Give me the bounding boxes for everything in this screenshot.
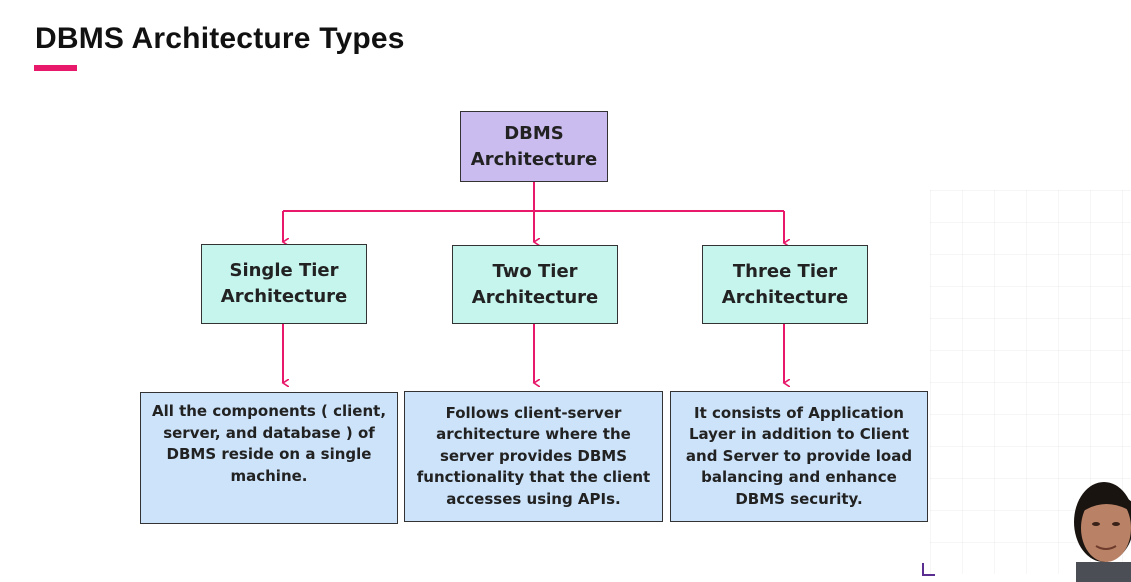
three-tier-description-text: It consists of Application Layer in addi… — [685, 403, 913, 508]
title-underline — [34, 65, 77, 71]
root-node-dbms-architecture: DBMS Architecture — [460, 111, 608, 182]
root-label-line2: Architecture — [470, 148, 598, 170]
presenter-avatar — [1074, 482, 1131, 582]
three-tier-label-line2: Architecture — [721, 286, 849, 308]
two-tier-description-text: Follows client-server architecture where… — [416, 403, 651, 508]
node-single-tier: Single Tier Architecture — [201, 244, 367, 324]
single-tier-description-text: All the components ( client, server, and… — [151, 402, 387, 485]
node-three-tier: Three Tier Architecture — [702, 245, 868, 324]
three-tier-label-line1: Three Tier — [732, 260, 838, 282]
slide-title: DBMS Architecture Types — [35, 22, 405, 55]
single-tier-label-line1: Single Tier — [229, 260, 339, 281]
description-three-tier: It consists of Application Layer in addi… — [670, 391, 928, 522]
two-tier-label-line2: Architecture — [471, 286, 599, 308]
root-label-line1: DBMS — [504, 122, 564, 144]
description-single-tier: All the components ( client, server, and… — [140, 392, 398, 524]
node-two-tier: Two Tier Architecture — [452, 245, 618, 324]
description-two-tier: Follows client-server architecture where… — [404, 391, 663, 522]
two-tier-label-line1: Two Tier — [492, 260, 578, 282]
single-tier-label-line2: Architecture — [220, 286, 348, 307]
